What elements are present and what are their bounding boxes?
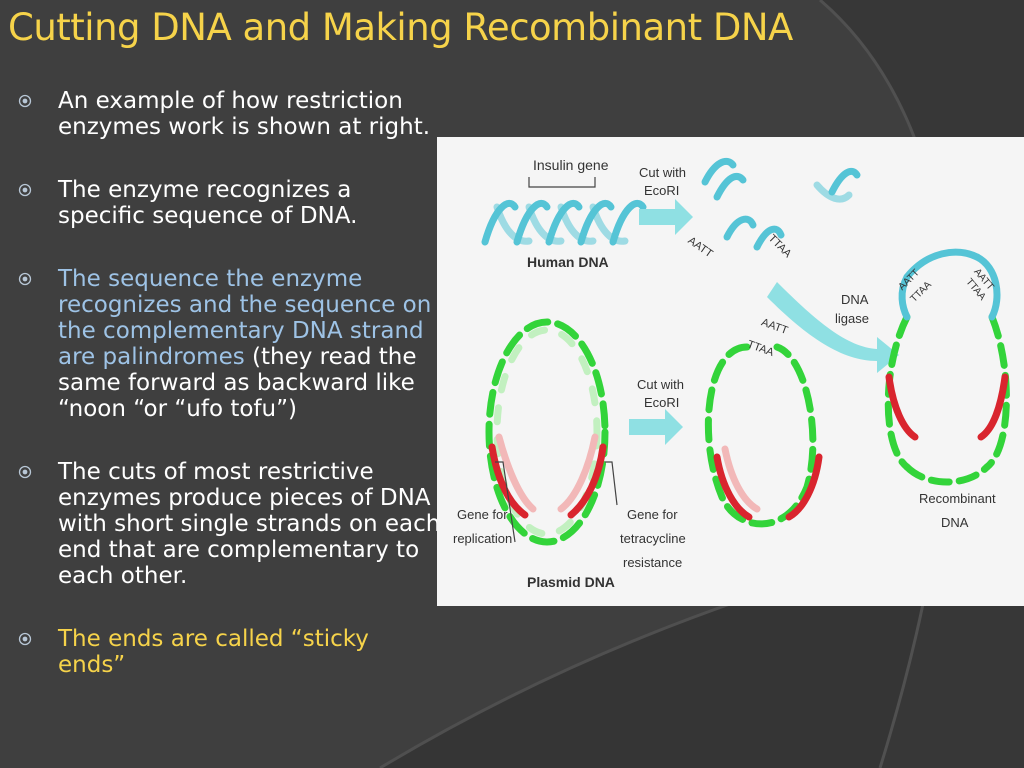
recombinant-label: Recombinant [919, 491, 996, 506]
ecori-label-top: EcoRI [644, 183, 679, 198]
circle-target-icon [18, 94, 32, 108]
recombinant-dna-label: DNA [941, 515, 969, 530]
ecori-label-bottom: EcoRI [644, 395, 679, 410]
cut-plasmid-ring [704, 343, 823, 528]
insulin-gene-label: Insulin gene [533, 157, 609, 173]
plasmid-dna-label: Plasmid DNA [527, 574, 615, 590]
bullet-item: The cuts of most restrictive enzymes pro… [18, 459, 443, 589]
dna-ligase-label-2: ligase [835, 311, 869, 326]
bullet-highlight-text: The ends are called “sticky ends” [58, 626, 369, 678]
cut-with-label-top: Cut with [639, 165, 686, 180]
insulin-gene-bracket [528, 177, 596, 188]
replication-bracket [495, 461, 516, 543]
cut-arrow-bottom [629, 409, 683, 445]
human-dna-label: Human DNA [527, 254, 609, 270]
bullet-item: The enzyme recognizes a specific sequenc… [18, 177, 443, 229]
bullet-text: An example of how restriction enzymes wo… [58, 88, 431, 140]
bullet-text: The enzyme recognizes a specific sequenc… [58, 177, 358, 229]
bullet-item: The sequence the enzyme recognizes and t… [18, 266, 443, 422]
plasmid-sticky-end-aatt: AATT [760, 316, 790, 337]
ligase-arrow [767, 282, 899, 373]
bullet-highlight-text: The sequence the enzyme recognizes and t… [58, 266, 432, 370]
cut-dna-fragments [701, 157, 861, 251]
slide-title: Cutting DNA and Making Recombinant DNA [8, 6, 793, 49]
bullet-item: An example of how restriction enzymes wo… [18, 88, 443, 140]
circle-target-icon [18, 272, 32, 286]
bullet-list: An example of how restriction enzymes wo… [18, 88, 443, 678]
replication-label: replication [453, 531, 512, 546]
tetracycline-label: tetracycline [620, 531, 686, 546]
tetracycline-bracket [605, 461, 618, 506]
sticky-end-aatt: AATT [686, 235, 715, 261]
circle-target-icon [18, 183, 32, 197]
dna-diagram: Insulin gene Human DNA Cut with EcoRI AA… [453, 157, 1010, 590]
gene-for-label-right: Gene for [627, 507, 678, 522]
plasmid-sticky-end-ttaa: TTAA [746, 338, 776, 359]
resistance-label: resistance [623, 555, 682, 570]
cut-with-label-bottom: Cut with [637, 377, 684, 392]
bullet-text: The cuts of most restrictive enzymes pro… [58, 459, 441, 589]
gene-for-label-left: Gene for [457, 507, 508, 522]
recombinant-dna-ring [884, 248, 1010, 486]
human-dna-helix [481, 199, 647, 246]
recombinant-dna-figure: Insulin gene Human DNA Cut with EcoRI AA… [437, 137, 1024, 606]
circle-target-icon [18, 465, 32, 479]
bullet-text: (they read the same forward as backward … [58, 344, 417, 422]
cut-arrow-top [639, 199, 693, 235]
dna-ligase-label-1: DNA [841, 292, 869, 307]
bullet-item: The ends are called “sticky ends” [18, 626, 443, 678]
circle-target-icon [18, 632, 32, 646]
plasmid-dna-ring [485, 318, 609, 546]
